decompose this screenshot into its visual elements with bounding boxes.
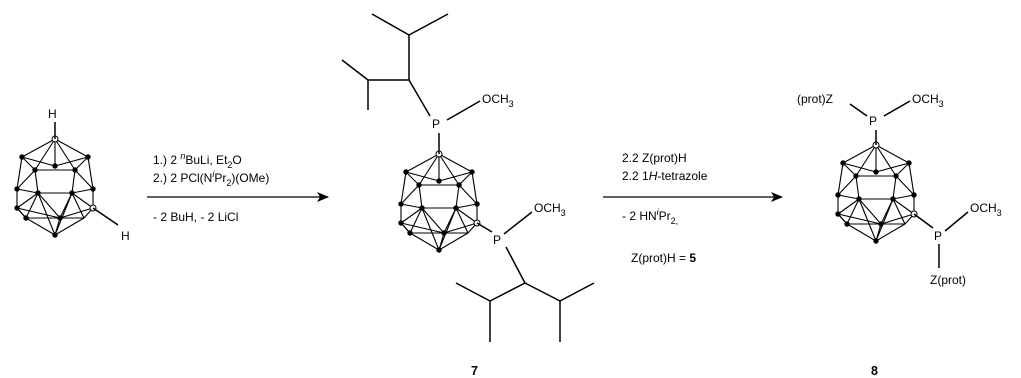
compound-number-7: 7 [471,364,478,378]
reagents-step-2: 2.2 Z(prot)H 2.2 1H-tetrazole - 2 HNiPr2… [622,151,708,265]
p-side-8: P [934,229,942,243]
z-side-8: Z(prot) [930,273,966,287]
compound-7: P OCH3 P OCH3 7 [341,13,595,378]
reagent-line-3: - 2 HNiPr2, [622,207,678,226]
reagents-step-1: 1.) 2 nBuLi, Et2O 2.) 2 PCl(NiPr2)(OMe) … [153,151,269,224]
p-top-8: P [869,114,877,128]
reagent-line-4: Z(prot)H = 5 [631,251,696,265]
ome-top-8: OCH3 [912,92,944,109]
reagent-line-2: 2.2 1H-tetrazole [622,169,708,183]
p-top-7: P [432,117,440,131]
ome-side-7: OCH3 [534,201,566,218]
h-top: H [48,107,57,121]
h-right: H [121,229,130,243]
z-top-8: (prot)Z [797,92,833,106]
ome-side-8: OCH3 [970,201,1002,218]
reagent-line-3: - 2 BuH, - 2 LiCl [153,210,238,224]
p-side-7: P [493,233,501,247]
reagent-line-1: 1.) 2 nBuLi, Et2O [153,151,242,170]
reagent-line-2: 2.) 2 PCl(NiPr2)(OMe) [153,169,269,188]
compound-number-8: 8 [871,364,878,378]
reagent-line-1: 2.2 Z(prot)H [622,151,687,165]
carborane-start: H H [13,107,130,243]
compound-8: P (prot)Z OCH3 P OCH3 Z(prot) 8 [797,92,1002,378]
ome-top-7: OCH3 [482,92,514,109]
